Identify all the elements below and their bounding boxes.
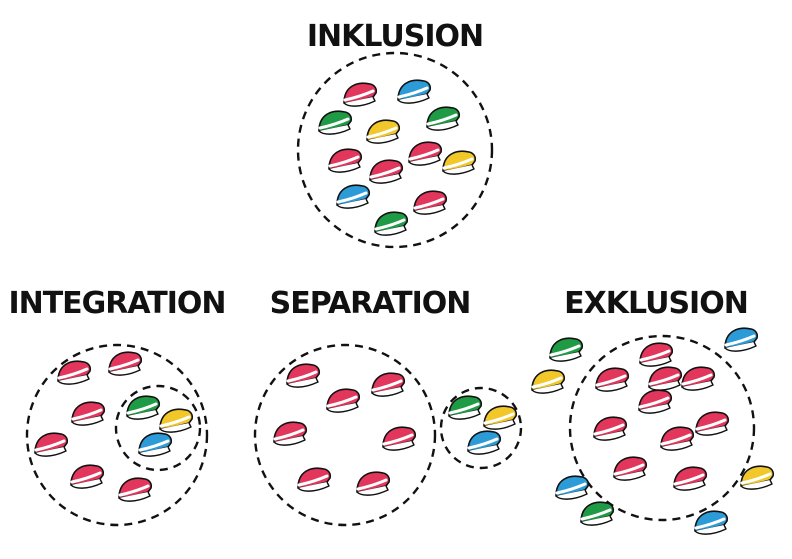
ring-main <box>25 343 209 527</box>
visor-cap-icon <box>33 431 69 458</box>
visor-cap-icon <box>335 183 371 210</box>
visor-cap-icon <box>694 410 730 437</box>
visor-cap-icon <box>396 78 432 105</box>
ring-main <box>253 343 437 527</box>
visor-cap-icon <box>466 429 502 456</box>
ring-separate <box>439 386 523 470</box>
visor-cap-icon <box>70 400 106 427</box>
visor-cap-icon <box>355 470 391 497</box>
panel-integration: INTEGRATION <box>8 286 227 527</box>
visor-cap-icon <box>637 388 673 415</box>
visor-cap-icon <box>612 455 648 482</box>
panel-title-separation: SEPARATION <box>270 286 471 321</box>
visor-cap-icon <box>554 474 590 501</box>
visor-cap-icon <box>425 105 461 132</box>
panel-inklusion: INKLUSION <box>296 19 494 249</box>
visor-cap-icon <box>56 359 92 386</box>
visor-cap-icon <box>373 210 409 237</box>
visor-cap-icon <box>594 366 630 393</box>
visor-cap-icon <box>327 147 363 174</box>
visor-cap-icon <box>368 158 404 185</box>
panel-title-inklusion: INKLUSION <box>307 19 483 54</box>
visor-cap-icon <box>381 425 417 452</box>
visor-cap-icon <box>723 326 759 353</box>
ring-inner <box>114 384 202 472</box>
visor-cap-icon <box>482 404 518 431</box>
visor-cap-icon <box>530 368 566 395</box>
visor-cap-icon <box>638 341 674 368</box>
visor-cap-icon <box>592 415 628 442</box>
panel-title-integration: INTEGRATION <box>8 286 225 321</box>
visor-cap-icon <box>107 350 143 377</box>
visor-cap-icon <box>693 509 729 536</box>
ring-inclusive <box>296 51 494 249</box>
panel-separation: SEPARATION <box>253 286 523 527</box>
visor-cap-icon <box>285 362 321 389</box>
panel-title-exklusion: EXKLUSION <box>564 286 748 321</box>
ring-majority <box>568 334 756 522</box>
visor-cap-icon <box>69 463 105 490</box>
panel-exklusion: EXKLUSION <box>530 286 775 536</box>
visor-cap-icon <box>117 476 153 503</box>
visor-cap-icon <box>680 365 716 392</box>
visor-cap-icon <box>579 500 615 527</box>
visor-cap-icon <box>441 149 477 176</box>
visor-cap-icon <box>412 189 448 216</box>
visor-cap-icon <box>317 109 353 136</box>
visor-cap-icon <box>296 466 332 493</box>
visor-cap-icon <box>407 140 443 167</box>
visor-cap-icon <box>365 118 401 145</box>
visor-cap-icon <box>342 81 378 108</box>
visor-cap-icon <box>272 420 308 447</box>
visor-cap-icon <box>125 394 161 421</box>
visor-cap-icon <box>158 407 194 434</box>
visor-cap-icon <box>739 464 775 491</box>
visor-cap-icon <box>370 371 406 398</box>
visor-cap-icon <box>137 431 173 458</box>
visor-cap-icon <box>548 336 584 363</box>
visor-cap-icon <box>672 465 708 492</box>
visor-cap-icon <box>325 387 361 414</box>
visor-cap-icon <box>659 425 695 452</box>
visor-cap-icon <box>647 365 683 392</box>
